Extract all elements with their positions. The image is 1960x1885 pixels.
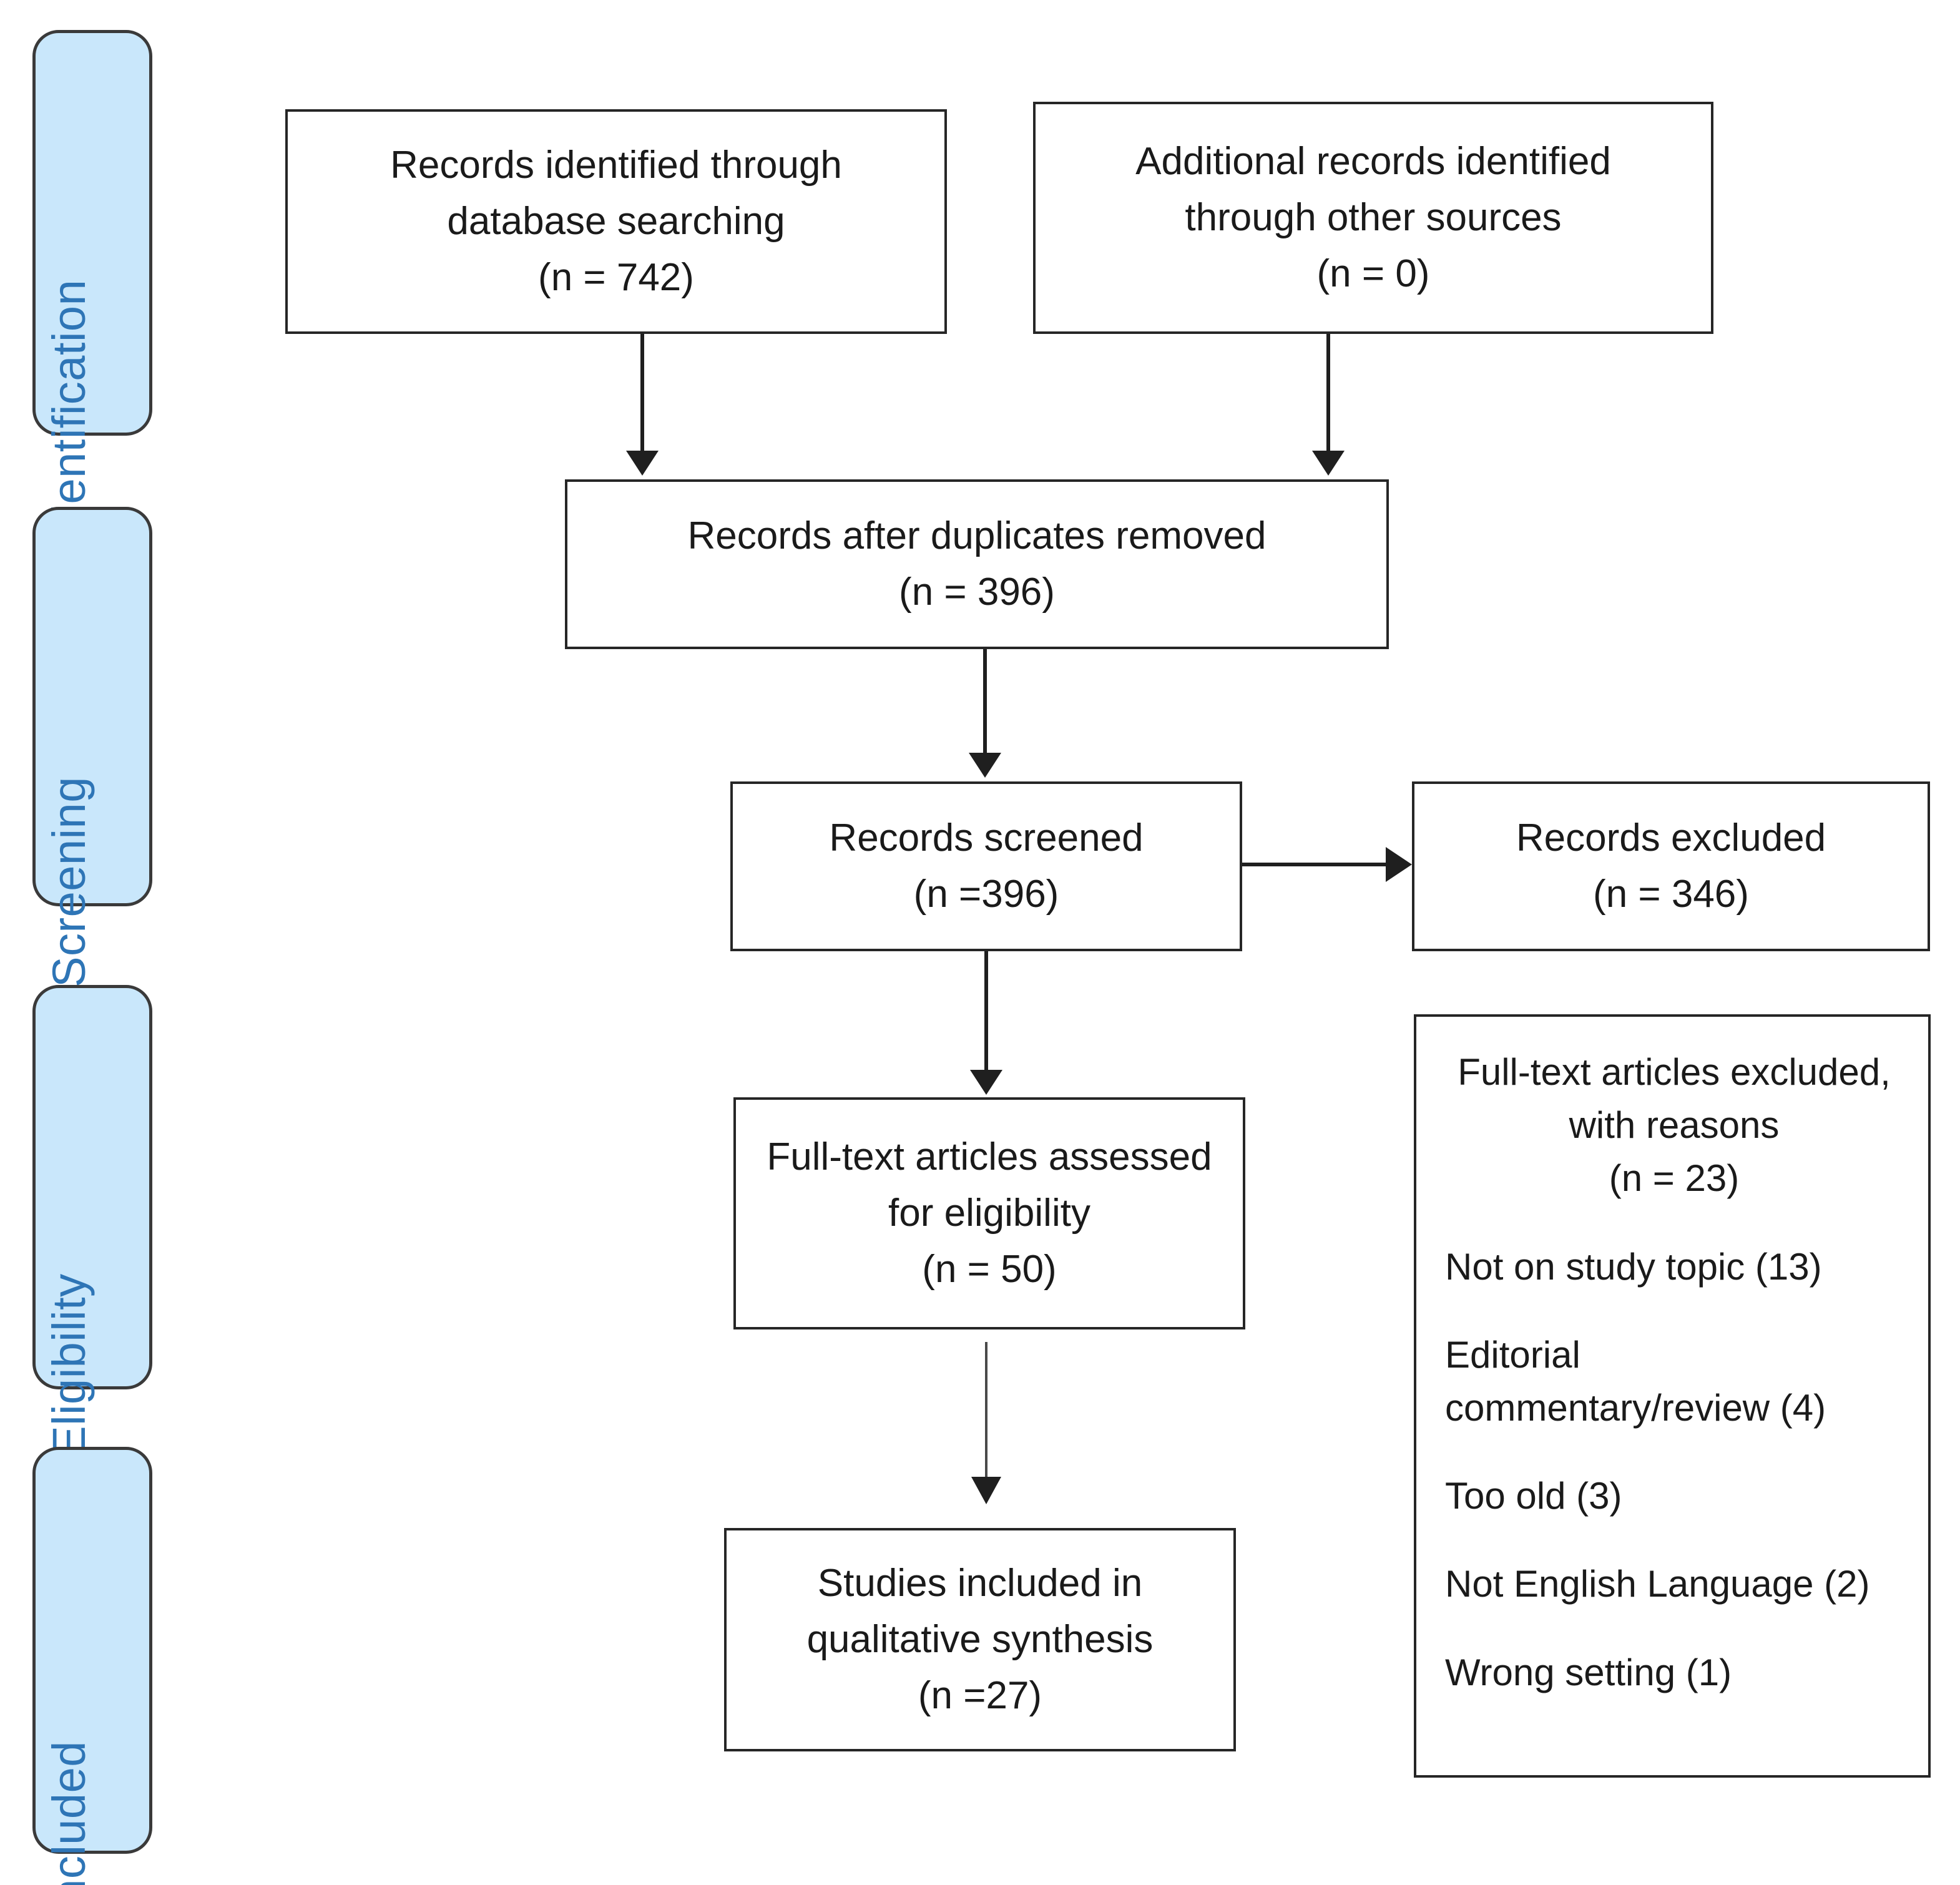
reason-item: Editorial commentary/review (4) (1445, 1333, 1826, 1429)
arrowhead-fulltext-to-studies-included (971, 1477, 1001, 1504)
box-line: for eligibility (888, 1192, 1090, 1235)
box-line: through other sources (1185, 196, 1562, 240)
stage-label-included: Included (43, 1741, 95, 1885)
stage-pill-included: Included (32, 1447, 152, 1885)
connector-screened-to-excluded (1242, 863, 1387, 866)
box-studies-included-qualitative-synthesis: Studies included in qualitative synthesi… (724, 1528, 1236, 1751)
box-fulltext-articles-assessed: Full-text articles assessed for eligibil… (733, 1097, 1245, 1329)
box-line: Studies included in (817, 1562, 1143, 1605)
box-records-identified-database: Records identified through database sear… (285, 109, 947, 334)
reasons-header: Full-text articles excluded, with reason… (1445, 1045, 1903, 1205)
arrowhead-screened-to-excluded (1386, 847, 1412, 882)
connector-screened-to-fulltext (984, 951, 988, 1074)
connector-duplicates-to-screened (983, 649, 987, 756)
box-records-excluded: Records excluded (n = 346) (1412, 781, 1930, 951)
box-line: (n =27) (918, 1673, 1042, 1717)
box-line: qualitative synthesis (806, 1618, 1154, 1662)
stage-pill-eligibility: Eligibility (32, 985, 152, 1457)
box-line: (n = 0) (1316, 252, 1430, 295)
arrowhead-duplicates-to-screened (969, 753, 1001, 778)
reasons-header-line: (n = 23) (1609, 1157, 1740, 1200)
box-line: (n = 346) (1593, 873, 1749, 916)
box-line: (n = 50) (922, 1247, 1057, 1291)
stage-pill-screening: Screening (32, 507, 152, 987)
box-line: Records after duplicates removed (687, 514, 1267, 558)
stage-label-identification: Identification (43, 279, 95, 544)
stage-pill-identification: Identification (32, 30, 152, 543)
arrowhead-screened-to-fulltext (970, 1070, 1002, 1095)
box-line: Records screened (829, 816, 1144, 860)
box-line: Records excluded (1516, 816, 1826, 860)
stage-label-eligibility: Eligibility (43, 1273, 95, 1457)
box-line: (n = 396) (899, 570, 1055, 614)
reason-item: Too old (3) (1445, 1475, 1622, 1517)
connector-fulltext-to-studies-included (985, 1342, 987, 1481)
reason-item: Wrong setting (1) (1445, 1651, 1732, 1693)
reasons-header-line: with reasons (1569, 1104, 1780, 1147)
reasons-header-line: Full-text articles excluded, (1458, 1051, 1891, 1093)
stage-label-screening: Screening (43, 776, 95, 987)
reasons-list: Not on study topic (13) Editorial commen… (1445, 1240, 1903, 1699)
box-line: Full-text articles assessed (767, 1135, 1212, 1179)
arrowhead-other-sources-to-duplicates (1312, 451, 1345, 476)
box-line: (n =396) (913, 873, 1059, 916)
box-fulltext-articles-excluded-with-reasons: Full-text articles excluded, with reason… (1414, 1014, 1931, 1778)
box-records-screened: Records screened (n =396) (730, 781, 1242, 951)
reason-item: Not on study topic (13) (1445, 1245, 1822, 1288)
reason-item: Not English Language (2) (1445, 1563, 1870, 1605)
box-line: Additional records identified (1135, 140, 1611, 184)
arrowhead-db-search-to-duplicates (626, 451, 659, 476)
box-records-after-duplicates-removed: Records after duplicates removed (n = 39… (565, 479, 1389, 649)
box-line: (n = 742) (538, 255, 694, 299)
connector-other-sources-to-duplicates (1326, 334, 1330, 454)
box-line: database searching (447, 200, 785, 243)
box-additional-records-other-sources: Additional records identified through ot… (1033, 102, 1713, 334)
box-line: Records identified through (390, 144, 842, 187)
connector-db-search-to-duplicates (640, 334, 644, 454)
